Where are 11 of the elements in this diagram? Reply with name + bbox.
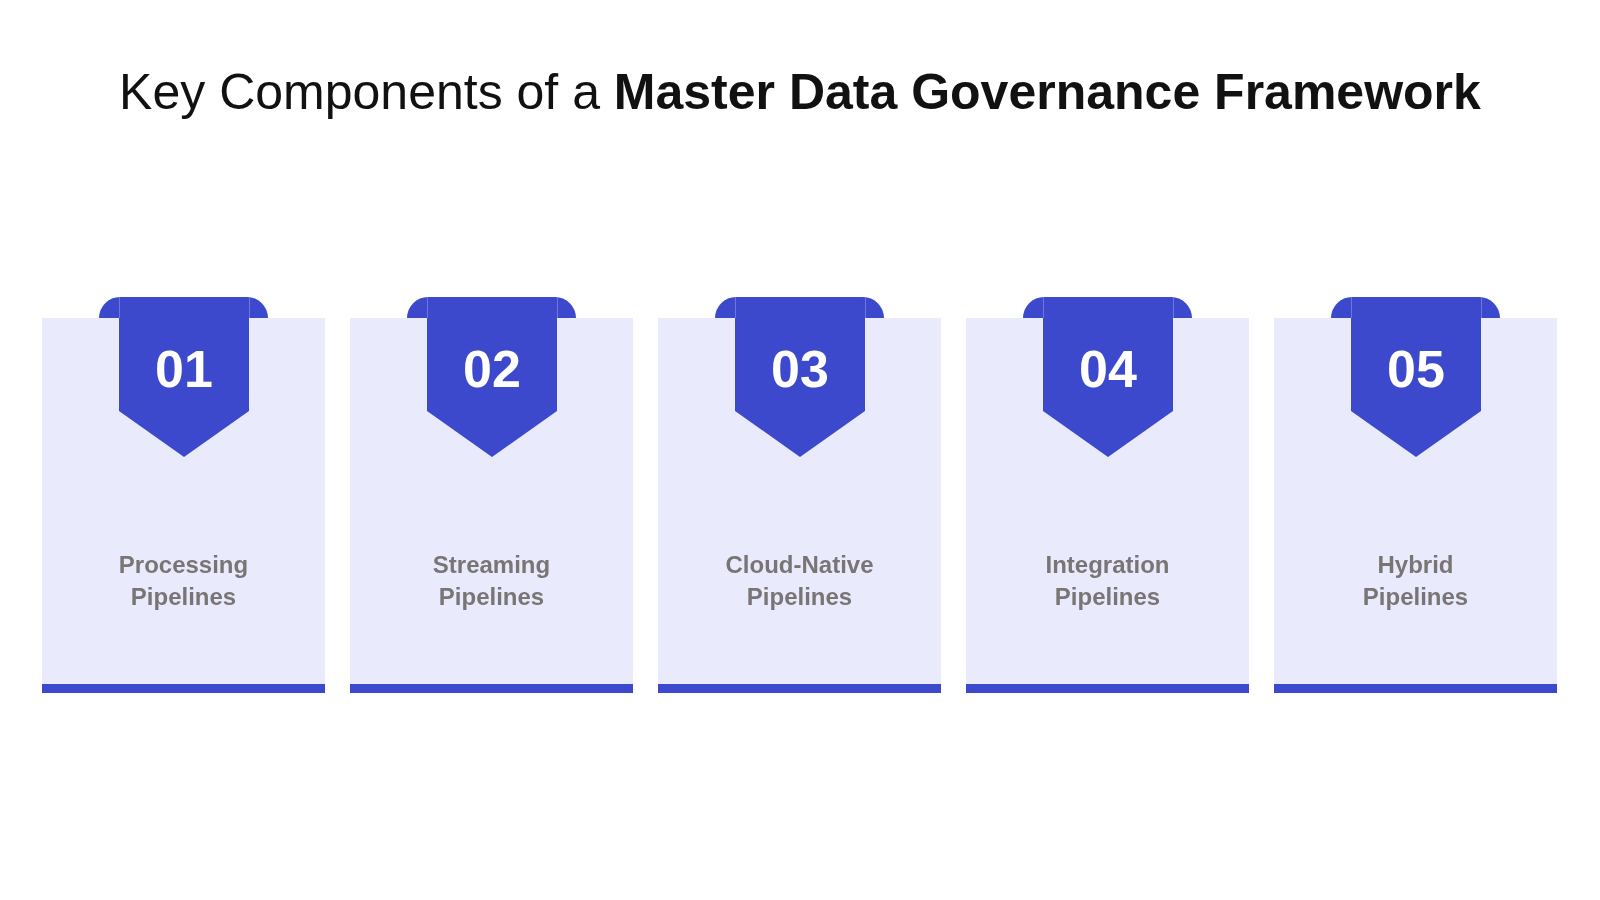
card-label: Processing Pipelines xyxy=(117,550,250,612)
card-label: Integration Pipelines xyxy=(1044,550,1171,612)
step-number: 03 xyxy=(771,339,829,399)
card-label: Streaming Pipelines xyxy=(431,550,552,612)
step-number: 05 xyxy=(1387,339,1445,399)
step-number: 02 xyxy=(463,339,521,399)
card-label: Hybrid Pipelines xyxy=(1361,550,1470,612)
step-number: 01 xyxy=(155,339,213,399)
step-number: 04 xyxy=(1079,339,1137,399)
diagram-title: Key Components of a Master Data Governance Framework xyxy=(119,63,1481,122)
card-label: Cloud-Native Pipelines xyxy=(724,550,875,612)
